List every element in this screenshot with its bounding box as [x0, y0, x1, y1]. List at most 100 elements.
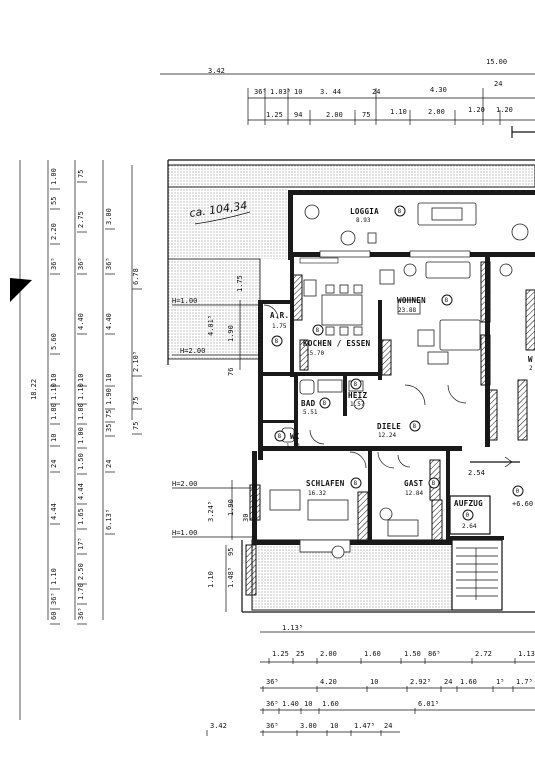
leftC3-dim-4: 10	[77, 374, 85, 382]
room-wohnen-name: WOHNEN	[397, 296, 426, 305]
leftC3-dim-12: 2.50	[77, 563, 85, 580]
bottomR2-dim-4: 24	[444, 678, 452, 686]
leftC3-dim-0: 75	[77, 170, 85, 178]
top-dim-15: 1.20	[468, 106, 485, 114]
leftC3-dim-2: 36⁵	[77, 257, 85, 270]
top-dim-3: 1.03⁵	[270, 88, 291, 96]
room-heiz: HEIZ 1.57 8	[348, 378, 367, 408]
room-schlafen-area: 16.32	[308, 490, 326, 497]
bottomR1-dim-1: 25	[296, 650, 304, 658]
top-dim-14: 2.00	[428, 108, 445, 116]
leftC3-dim-7: 1.00	[77, 427, 85, 444]
bottomR2-dim-1: 4.20	[320, 678, 337, 686]
room-wc-tag: 8	[278, 433, 282, 440]
bottomR2-dim-0: 36⁵	[266, 678, 279, 686]
level-h3: H=2.00	[172, 480, 197, 488]
room-right-cut: W 2	[528, 355, 533, 372]
leftC3-dim-8: 1.50	[77, 453, 85, 470]
leftC2-dim-4: 5.60	[50, 333, 58, 350]
leftC4-dim-1: 36⁵	[105, 257, 113, 270]
leftC2-dim-7: 1.80	[50, 403, 58, 420]
room-ar: A.R. 1.75 8	[270, 311, 289, 347]
room-kochen-area: 15.70	[306, 350, 324, 357]
leftC3-dim-5: 1.10	[77, 383, 85, 400]
leftC4-dim-0: 3.00	[105, 208, 113, 225]
inner-dim-9: 1.48⁵	[227, 567, 235, 588]
top-dim-9: 1.25	[266, 111, 283, 119]
stair-tag: 0	[516, 488, 520, 495]
leftC4-dim-8: 6.13⁵	[105, 509, 113, 530]
level-h1: H=1.00	[172, 297, 197, 305]
leftC3-dim-10: 1.65	[77, 508, 85, 525]
left-dim-total: 18.22	[30, 379, 38, 400]
leftC4-dim-4: 1.90	[105, 388, 113, 405]
bottomR3-dim-1: 1.40	[282, 700, 299, 708]
left-dimension-columns: 18.22 1.00552.2036⁵5.60101.101.8010244.4…	[10, 160, 142, 720]
level-markers: H=1.00 H=2.00 H=2.00 H=1.00 2.54 +6.60 0	[172, 297, 533, 538]
inner-dim-8: 1.10	[207, 571, 215, 588]
level-h2: H=2.00	[180, 347, 205, 355]
room-wohnen: WOHNEN 8 23.88	[397, 294, 453, 314]
leftC3-dim-9: 4.44	[77, 483, 85, 500]
room-gast-name: GAST	[404, 479, 423, 488]
leftC4-dim-6: 35	[105, 424, 113, 432]
leftC2-dim-2: 2.20	[50, 223, 58, 240]
room-diele-area: 12.24	[378, 432, 396, 439]
room-gast-area: 12.84	[405, 490, 423, 497]
room-kochen: 8 KOCHEN / ESSEN 15.70	[303, 324, 370, 357]
leftC3-dim-6: 1.80	[77, 403, 85, 420]
room-right-name: W	[528, 355, 533, 364]
top-dim-1: 15.00	[486, 58, 507, 66]
top-dim-4: 10	[294, 88, 302, 96]
top-dim-11: 2.00	[326, 111, 343, 119]
bottomR2-dim-5: 1.60	[460, 678, 477, 686]
room-bad-tag: 8	[323, 400, 327, 407]
bottomR3-dim-0: 36⁵	[266, 700, 279, 708]
room-wohnen-area: 23.88	[398, 307, 416, 314]
room-gast: GAST 8 12.84	[404, 477, 440, 497]
room-ar-area: 1.75	[272, 323, 287, 330]
room-wohnen-tag: 8	[445, 297, 449, 304]
north-arrow-icon	[10, 278, 32, 302]
room-bad-area: 5.51	[303, 409, 318, 416]
bottomR1-dim-2: 2.00	[320, 650, 337, 658]
room-loggia-name: LOGGIA	[350, 207, 379, 216]
leftC2-dim-8: 10	[50, 434, 58, 442]
bottomR1-dim-0: 1.25	[272, 650, 289, 658]
leftC2-dim-6: 1.10	[50, 383, 58, 400]
bottomR4-dim-3: 10	[330, 722, 338, 730]
top-dim-2: 36⁵	[254, 88, 267, 96]
bottomR4-dim-1: 36⁵	[266, 722, 279, 730]
room-ar-name: A.R.	[270, 311, 289, 320]
inner-dim-6: 30	[242, 514, 250, 522]
room-heiz-area: 1.57	[350, 401, 365, 408]
room-heiz-name: HEIZ	[348, 391, 367, 400]
room-loggia: LOGGIA 8 8.93	[350, 205, 406, 224]
leftC5-dim-2: 75	[132, 397, 140, 405]
bottomR4-dim-2: 3.00	[300, 722, 317, 730]
level-h4: H=1.00	[172, 529, 197, 537]
top-dim-6: 24	[372, 88, 380, 96]
room-aufzug-area: 2.64	[462, 523, 477, 530]
room-wc-area: 1.31	[286, 443, 301, 450]
room-diele-name: DIELE	[377, 422, 401, 431]
leftC3-dim-14: 36⁵	[77, 607, 85, 620]
room-aufzug-tag: 0	[466, 512, 470, 519]
leftC2-dim-13: 60	[50, 612, 58, 620]
room-diele: DIELE 8 12.24	[377, 420, 421, 439]
room-diele-tag: 8	[413, 423, 417, 430]
top-dim-12: 75	[362, 111, 370, 119]
bottomR2-dim-2: 10	[370, 678, 378, 686]
room-wc-name: WC	[290, 432, 300, 441]
room-aufzug-name: AUFZUG	[454, 499, 483, 508]
bottomR1-dim-6: 2.72	[475, 650, 492, 658]
leftC4-dim-7: 24	[105, 460, 113, 468]
leftC2-dim-11: 1.10	[50, 568, 58, 585]
top-dim-5: 3. 44	[320, 88, 341, 96]
bottomR1-dim-7: 1.13⁵	[518, 650, 535, 658]
top-dim-7: 4.30	[430, 86, 447, 94]
room-ar-tag: 8	[275, 338, 279, 345]
room-wc: 8 WC 1.31	[274, 430, 301, 450]
room-heiz-tag: 8	[354, 381, 358, 388]
